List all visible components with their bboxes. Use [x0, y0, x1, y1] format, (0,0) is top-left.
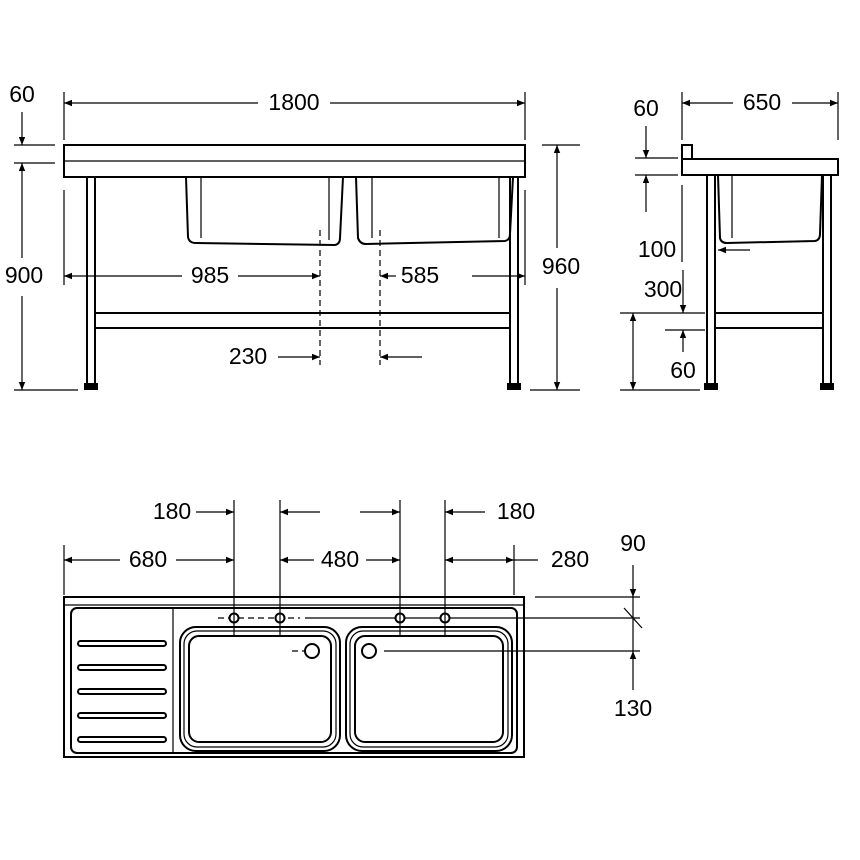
dim-leg-height: 900 — [5, 262, 43, 288]
dim-bowl-left: 985 — [191, 262, 229, 288]
dim-shelf-height: 300 — [644, 276, 682, 302]
dim-tap-row-depth: 90 — [620, 530, 646, 556]
dim-top-thickness: 60 — [9, 81, 35, 107]
dim-side-top: 60 — [633, 95, 659, 121]
dim-shelf-thickness: 60 — [670, 357, 696, 383]
drainer-ribs — [77, 640, 167, 743]
dim-depth: 650 — [743, 89, 781, 115]
top-view: 180 180 680 480 280 90 130 — [63, 498, 652, 758]
dim-bowl-right: 585 — [401, 262, 439, 288]
dim-total-height: 960 — [542, 253, 580, 279]
dim-bowl-gap: 230 — [229, 343, 267, 369]
dim-bowl-spacing: 480 — [321, 546, 359, 572]
dim-width: 1800 — [268, 89, 319, 115]
dim-bowl-setback: 100 — [638, 236, 676, 262]
dim-drainer-offset: 680 — [129, 546, 167, 572]
dim-tap-right: 180 — [497, 498, 535, 524]
dim-right-offset: 280 — [551, 546, 589, 572]
front-view: 1800 60 900 960 985 585 230 — [5, 81, 580, 391]
dim-tap-left: 180 — [153, 498, 191, 524]
side-view: 650 60 100 300 60 — [620, 89, 839, 391]
dim-waste-depth: 130 — [614, 695, 652, 721]
waste-holes — [304, 643, 377, 659]
